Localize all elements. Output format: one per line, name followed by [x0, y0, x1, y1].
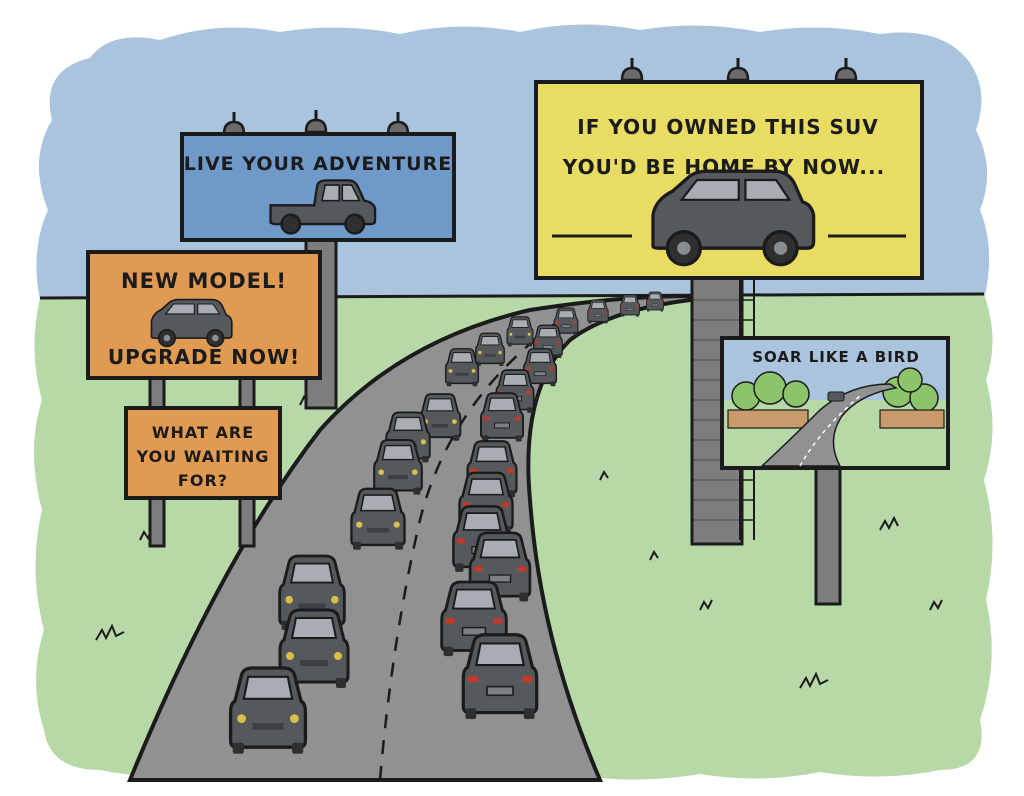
car-oncoming-far-2 [475, 332, 505, 367]
car-oncoming-mid-4 [373, 438, 423, 496]
sign-waiting: WHAT ARE YOU WAITING FOR? [124, 406, 282, 500]
adventure-slogan: LIVE YOUR ADVENTURE [184, 153, 452, 175]
car-oncoming-far-1 [506, 316, 534, 348]
open-road-landscape [724, 367, 946, 467]
car-oncoming-near-1 [350, 487, 406, 551]
upgrade-now-text: UPGRADE NOW! [108, 345, 300, 369]
car-far-3 [587, 299, 609, 324]
car-far-2 [620, 294, 640, 318]
new-model-headline: NEW MODEL! [121, 269, 287, 293]
car-oncoming-mid-1 [444, 348, 480, 387]
billboard-new-model: NEW MODEL! UPGRADE NOW! [86, 250, 322, 548]
car-mid-3 [479, 392, 525, 443]
suv-slogan-line-1: IF YOU OWNED THIS SUV [577, 115, 878, 139]
billboard-suv: IF YOU OWNED THIS SUV YOU'D BE HOME BY N… [534, 56, 924, 546]
billboard-bird: SOAR LIKE A BIRD [720, 336, 950, 606]
bird-slogan: SOAR LIKE A BIRD [752, 348, 920, 366]
waiting-line-2: YOU WAITING [136, 447, 270, 466]
waiting-line-3: FOR? [178, 471, 228, 490]
lane-divider [378, 318, 561, 781]
highway-road [127, 293, 692, 782]
car-near-4 [461, 633, 539, 721]
waiting-line-1: WHAT ARE [152, 423, 254, 442]
car-far-1 [646, 291, 664, 312]
car-oncoming-near-4 [228, 666, 308, 756]
